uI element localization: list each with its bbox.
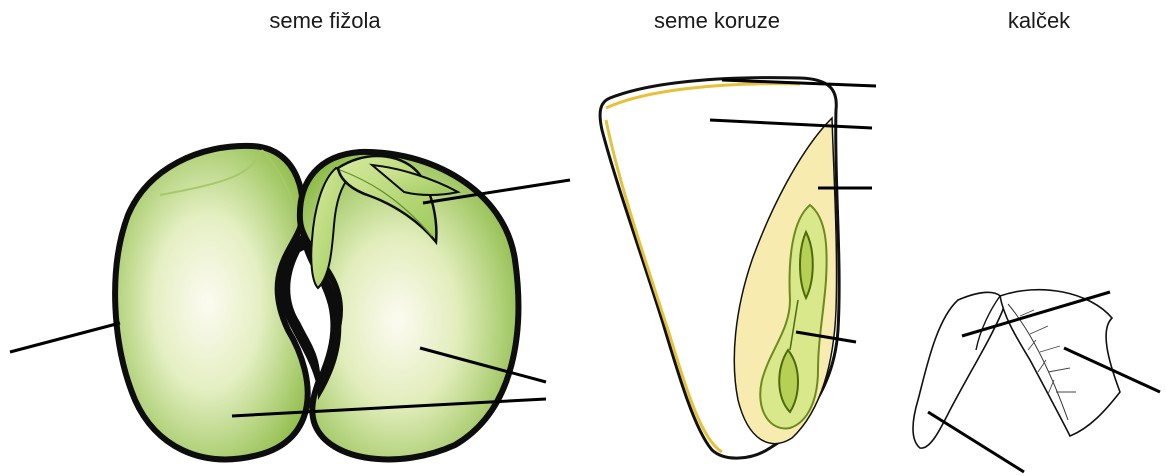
bean-seed xyxy=(10,146,570,460)
bean-leader-seed-coat xyxy=(10,323,120,352)
seedling-right-leaf xyxy=(1000,290,1120,436)
corn-seed xyxy=(600,78,876,458)
seedling-left-leaf xyxy=(913,292,1004,448)
seedling-leader-cotyledon xyxy=(928,412,1024,472)
seedling xyxy=(913,290,1160,472)
